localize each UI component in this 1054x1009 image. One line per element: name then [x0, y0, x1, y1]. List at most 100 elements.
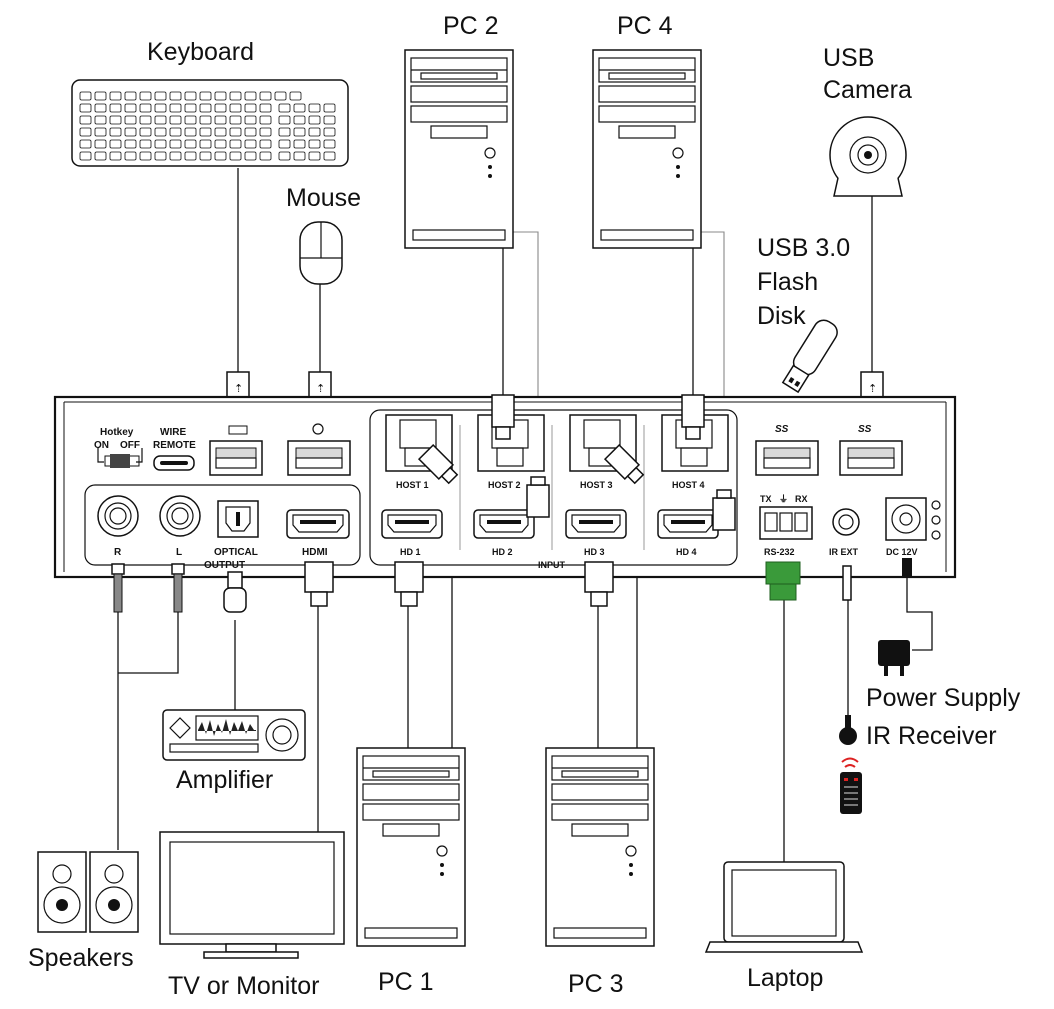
rca-plug-left: [171, 563, 185, 613]
tx-label: TX: [760, 494, 772, 504]
rs232-terminal[interactable]: [759, 506, 813, 540]
host4-label: HOST 4: [672, 480, 705, 490]
ir-ext-jack[interactable]: [832, 508, 860, 536]
cables: [117, 168, 933, 862]
keyboard-key: [293, 115, 306, 125]
host2-label: HOST 2: [488, 480, 521, 490]
pc3-label: PC 3: [568, 970, 624, 998]
keyboard-key: [154, 115, 167, 125]
pc1-label: PC 1: [378, 968, 434, 996]
keyboard-key: [139, 91, 152, 101]
usb-plug-host1: [417, 443, 459, 485]
keyboard-key: [124, 151, 137, 161]
keyboard-key: [229, 127, 242, 137]
keyboard-key: [94, 103, 107, 113]
keyboard-key: [169, 91, 182, 101]
hotkey-switch[interactable]: [97, 448, 143, 468]
hd2-label: HD 2: [492, 547, 513, 557]
ir-receiver-label: IR Receiver: [866, 722, 997, 750]
keyboard-key: [109, 115, 122, 125]
mouse: [299, 221, 343, 285]
keyboard-key: [308, 151, 321, 161]
keyboard-label: Keyboard: [147, 38, 254, 66]
ir-remote: [840, 757, 862, 814]
hotkey-off-label: OFF: [120, 440, 140, 451]
hd1-label: HD 1: [400, 547, 421, 557]
optical-label: OPTICAL: [214, 547, 258, 558]
svg-text:⇡: ⇡: [868, 383, 877, 395]
keyboard-key: [139, 103, 152, 113]
hd4-label: HD 4: [676, 547, 697, 557]
power-adapter: [878, 640, 910, 676]
keyboard-key: [214, 151, 227, 161]
dc-power-jack[interactable]: [885, 497, 941, 541]
hdmi-label: HDMI: [302, 547, 328, 558]
usb3-port-2[interactable]: [839, 440, 903, 476]
keyboard-key: [184, 91, 197, 101]
keyboard-key: [139, 127, 152, 137]
keyboard-key: [323, 151, 336, 161]
keyboard-key: [169, 139, 182, 149]
keyboard-key: [184, 139, 197, 149]
keyboard-key: [109, 139, 122, 149]
keyboard-key: [94, 139, 107, 149]
hdmi-input-3[interactable]: [565, 509, 627, 539]
wire-remote-port[interactable]: [153, 455, 195, 471]
keyboard-key: [259, 127, 272, 137]
hdmi-input-1[interactable]: [381, 509, 443, 539]
keyboard-key: [139, 139, 152, 149]
keyboard-key: [154, 103, 167, 113]
l-label: L: [176, 547, 182, 558]
input-label: INPUT: [538, 560, 566, 570]
keyboard-key: [278, 115, 291, 125]
ir-receiver: [839, 715, 857, 745]
usb-port-mouse[interactable]: [287, 423, 351, 476]
host1-label: HOST 1: [396, 480, 429, 490]
keyboard-key: [323, 127, 336, 137]
mouse-label: Mouse: [286, 184, 361, 212]
optical-port[interactable]: [217, 500, 259, 538]
keyboard-key: [278, 139, 291, 149]
keyboard-key: [94, 115, 107, 125]
hdmi-input-4[interactable]: [657, 509, 719, 539]
keyboard-key: [289, 91, 302, 101]
flash-label-3: Disk: [757, 302, 806, 330]
keyboard-key: [184, 103, 197, 113]
usb3-port-1[interactable]: [755, 440, 819, 476]
host-port-2[interactable]: [477, 414, 545, 472]
hdmi-plug-hd3: [584, 561, 614, 607]
keyboard-key: [214, 91, 227, 101]
keyboard-key: [308, 139, 321, 149]
keyboard-key: [278, 151, 291, 161]
keyboard-key: [154, 151, 167, 161]
keyboard-key: [109, 151, 122, 161]
pc4-tower: [592, 49, 702, 249]
rca-left-jack[interactable]: [159, 495, 201, 537]
hdmi-output-port[interactable]: [286, 509, 350, 539]
keyboard-key: [154, 139, 167, 149]
r-label: R: [114, 547, 122, 558]
pc2-label: PC 2: [443, 12, 499, 40]
keyboard-key: [323, 139, 336, 149]
keyboard-key: [184, 151, 197, 161]
rx-label: RX: [795, 494, 808, 504]
keyboard-key: [308, 115, 321, 125]
rca-right-jack[interactable]: [97, 495, 139, 537]
keyboard-key: [244, 151, 257, 161]
pc2-tower: [404, 49, 514, 249]
keyboard-key: [199, 127, 212, 137]
hdmi-input-2[interactable]: [473, 509, 535, 539]
keyboard-key: [244, 91, 257, 101]
svg-text:⇡: ⇡: [316, 383, 325, 395]
keyboard-key: [169, 151, 182, 161]
laptop: [704, 861, 864, 953]
keyboard-key: [293, 103, 306, 113]
keyboard-key: [259, 103, 272, 113]
keyboard-key: [79, 103, 92, 113]
output-label: OUTPUT: [204, 560, 245, 571]
keyboard-key: [244, 103, 257, 113]
usb-port-keyboard[interactable]: [209, 425, 263, 476]
usb-plug-host2: [491, 394, 515, 440]
keyboard-key: [259, 115, 272, 125]
amplifier: [162, 709, 306, 761]
